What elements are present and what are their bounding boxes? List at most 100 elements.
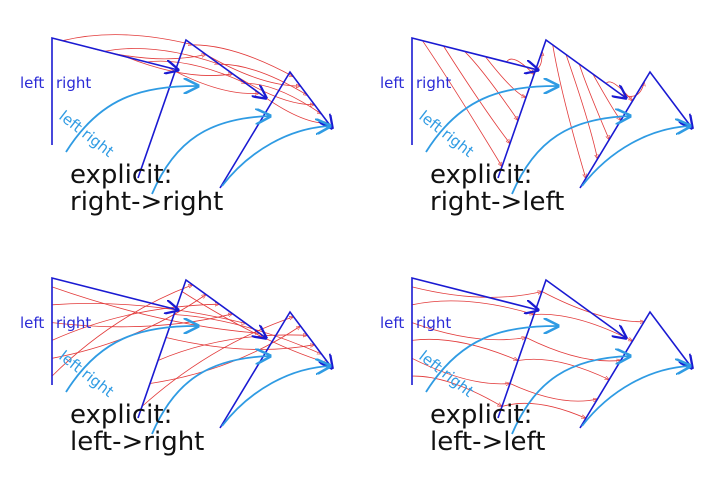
frame-arrow <box>137 278 266 419</box>
frame-arrow <box>497 38 626 179</box>
link-curve <box>51 303 246 323</box>
label-diagonal: left right <box>56 107 118 161</box>
link-curve <box>167 66 260 93</box>
link-curve <box>165 337 315 350</box>
label-diagonal: left right <box>416 107 478 161</box>
link-curve <box>541 291 644 322</box>
caption-line1: explicit: <box>70 160 172 190</box>
label-left: left <box>380 74 404 92</box>
link-curve <box>83 45 207 60</box>
link-curve <box>192 44 294 77</box>
label-right: right <box>416 314 451 332</box>
frame-arrows <box>411 36 692 189</box>
flow-arrow <box>511 116 630 195</box>
label-left: left <box>20 314 44 332</box>
flow-arrow <box>511 356 630 435</box>
link-curve <box>104 48 220 64</box>
frame-arrow <box>579 310 692 429</box>
caption-line1: explicit: <box>430 400 532 430</box>
frame-arrow <box>411 36 538 145</box>
panel-right-left: left right left right explicit: right->l… <box>380 36 692 217</box>
frame-arrows <box>51 36 332 189</box>
frame-arrow <box>411 276 538 385</box>
link-curve <box>157 335 308 361</box>
flow-arrow <box>425 326 558 393</box>
flow-arrows <box>425 326 690 435</box>
link-curve <box>565 54 598 160</box>
link-curve <box>51 304 219 341</box>
link-curve <box>411 357 510 384</box>
flow-arrow <box>65 326 198 393</box>
link-curve <box>62 34 193 45</box>
panel-right-right: left right left right explicit: right->r… <box>20 34 332 217</box>
flow-arrow <box>221 126 330 187</box>
link-curve <box>525 337 621 361</box>
link-curve <box>125 56 233 76</box>
label-diagonal: left right <box>56 347 118 401</box>
link-curve <box>245 83 322 114</box>
frame-arrows <box>411 276 692 429</box>
link-curve <box>509 383 598 402</box>
link-curve <box>51 285 193 377</box>
frame-arrows <box>51 276 332 429</box>
flow-arrows <box>425 86 690 195</box>
link-curve <box>173 314 322 355</box>
link-curve <box>51 314 233 328</box>
link-curve <box>605 81 633 101</box>
frame-arrow <box>51 276 178 385</box>
flow-arrow <box>581 126 690 187</box>
label-left: left <box>20 74 44 92</box>
frame-arrow <box>219 310 332 429</box>
caption-line2: left->right <box>70 427 204 457</box>
frame-arrow <box>497 278 626 419</box>
flow-arrow <box>65 86 198 153</box>
label-right: right <box>56 314 91 332</box>
flow-arrow <box>581 366 690 427</box>
flow-arrow <box>151 356 270 435</box>
link-curve <box>411 338 518 360</box>
frame-arrow <box>579 70 692 189</box>
link-curve <box>146 60 247 83</box>
link-curve <box>527 52 543 70</box>
flow-arrows <box>65 326 330 435</box>
link-curve <box>411 375 502 406</box>
link-curve <box>506 58 535 74</box>
link-curve <box>485 56 527 98</box>
caption-line2: right->right <box>70 187 223 217</box>
flow-arrow <box>425 86 558 153</box>
label-diagonal: left right <box>416 347 478 401</box>
flow-arrow <box>221 366 330 427</box>
link-curve <box>464 51 519 120</box>
link-curve <box>533 313 633 341</box>
link-curve <box>232 73 315 105</box>
flow-arrow <box>151 116 270 195</box>
link-curve <box>205 54 301 87</box>
caption-line1: explicit: <box>430 160 532 190</box>
flow-arrows <box>65 86 330 195</box>
caption-line1: explicit: <box>70 400 172 430</box>
link-curve <box>411 286 542 298</box>
link-curve <box>411 322 526 340</box>
link-curve <box>149 326 301 384</box>
link-curve <box>517 358 609 379</box>
frame-arrow <box>51 36 178 145</box>
label-right: right <box>56 74 91 92</box>
link-curve <box>219 63 307 95</box>
caption-line2: right->left <box>430 187 564 217</box>
frame-arrow <box>137 38 266 179</box>
link-curve <box>181 291 329 364</box>
panel-left-left: left right left right explicit: left->le… <box>380 276 692 457</box>
link-curve <box>422 40 503 167</box>
link-curve <box>592 73 621 121</box>
link-curve <box>141 317 294 407</box>
link-curve <box>552 44 586 179</box>
link-curve <box>411 300 534 315</box>
link-curve <box>51 286 259 333</box>
panel-left-right: left right left right explicit: left->ri… <box>20 276 332 457</box>
link-curve <box>501 402 586 418</box>
link-curve <box>578 64 609 140</box>
caption-line2: left->left <box>430 427 545 457</box>
frame-arrow <box>219 70 332 189</box>
label-right: right <box>416 74 451 92</box>
